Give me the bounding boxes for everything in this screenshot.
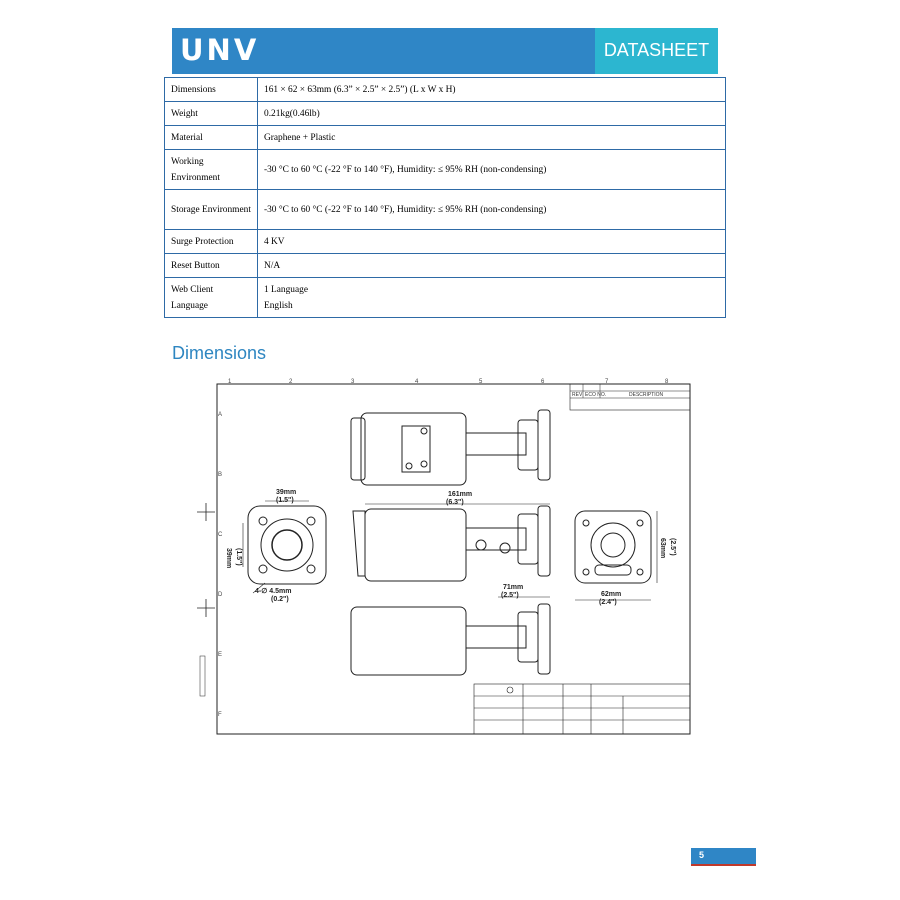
camera-bottom-view bbox=[350, 603, 551, 676]
spec-label: Web Client Language bbox=[164, 277, 258, 318]
ruler-label: E bbox=[218, 652, 222, 658]
drawing-frame bbox=[216, 383, 691, 735]
spec-table: Dimensions 161 × 62 × 63mm (6.3” × 2.5” … bbox=[164, 77, 726, 318]
camera-front-view bbox=[574, 510, 652, 584]
table-row: Web Client Language 1 Language English bbox=[164, 277, 726, 318]
spec-label: Storage Environment bbox=[164, 189, 258, 230]
dim-base-h-in: (1.5") bbox=[235, 548, 242, 566]
spec-value: 161 × 62 × 63mm (6.3” × 2.5” × 2.5”) (L … bbox=[257, 77, 726, 102]
ruler-label: A bbox=[218, 412, 222, 418]
ruler-label: 8 bbox=[665, 379, 669, 385]
table-row: Dimensions 161 × 62 × 63mm (6.3” × 2.5” … bbox=[164, 77, 726, 102]
dim-base-w-mm: 39mm bbox=[276, 489, 296, 496]
ruler-label: 4 bbox=[415, 379, 419, 385]
dim-hole-in: (0.2") bbox=[271, 596, 289, 603]
dim-base-w-in: (1.5") bbox=[276, 497, 294, 504]
ruler-label: B bbox=[218, 472, 222, 478]
ruler-label: 2 bbox=[289, 379, 293, 385]
table-row: Weight 0.21kg(0.46lb) bbox=[164, 101, 726, 126]
table-row: Surge Protection 4 KV bbox=[164, 229, 726, 254]
rev-header: DESCRIPTION bbox=[629, 392, 664, 398]
ruler-label: 5 bbox=[479, 379, 483, 385]
dim-front-h-in: (2.5") bbox=[669, 538, 676, 556]
camera-top-view bbox=[350, 409, 551, 486]
spec-label: Surge Protection bbox=[164, 229, 258, 254]
dim-bracket-mm: 71mm bbox=[503, 584, 523, 591]
spec-value: -30 °C to 60 °C (-22 °F to 140 °F), Humi… bbox=[257, 189, 726, 230]
ruler-label: 1 bbox=[228, 379, 232, 385]
ruler-label: F bbox=[218, 712, 222, 718]
spec-label: Reset Button bbox=[164, 253, 258, 278]
ruler-label: 3 bbox=[351, 379, 355, 385]
spec-value: Graphene + Plastic bbox=[257, 125, 726, 150]
spec-label: Dimensions bbox=[164, 77, 258, 102]
dim-front-w-in: (2.4") bbox=[599, 599, 617, 606]
title-block bbox=[473, 683, 691, 735]
ruler-label: D bbox=[218, 592, 223, 598]
table-row: Working Environment -30 °C to 60 °C (-22… bbox=[164, 149, 726, 190]
datasheet-badge: DATASHEET bbox=[595, 28, 718, 74]
header-bar: UNV DATASHEET bbox=[172, 28, 718, 74]
dim-front-w-mm: 62mm bbox=[601, 591, 621, 598]
table-row: Material Graphene + Plastic bbox=[164, 125, 726, 150]
spec-value: 4 KV bbox=[257, 229, 726, 254]
spec-value-line: 1 Language bbox=[264, 284, 308, 295]
spec-label: Weight bbox=[164, 101, 258, 126]
table-row: Reset Button N/A bbox=[164, 253, 726, 278]
dim-length-in: (6.3") bbox=[446, 499, 464, 506]
dim-bracket-in: (2.5") bbox=[501, 592, 519, 599]
camera-side-view bbox=[352, 505, 551, 582]
page-number: 5 bbox=[699, 850, 705, 860]
ruler-label: 7 bbox=[605, 379, 609, 385]
base-plate-view bbox=[247, 505, 327, 585]
rev-header: ECO NO. bbox=[585, 392, 606, 398]
dim-hole-mm: 4-∅ 4.5mm bbox=[255, 587, 291, 595]
table-row: Storage Environment -30 °C to 60 °C (-22… bbox=[164, 189, 726, 230]
spec-value: -30 °C to 60 °C (-22 °F to 140 °F), Humi… bbox=[257, 149, 726, 190]
rev-header: REV bbox=[572, 392, 583, 398]
spec-value: 0.21kg(0.46lb) bbox=[257, 101, 726, 126]
dim-front-h-mm: 63mm bbox=[659, 538, 666, 558]
datasheet-label: DATASHEET bbox=[603, 40, 710, 60]
spec-value-line: English bbox=[264, 300, 293, 311]
dimension-drawing: 1 2 3 4 5 6 7 8 A B C D E F REV ECO NO. … bbox=[197, 379, 691, 735]
dim-base-h-mm: 39mm bbox=[225, 548, 232, 568]
spec-label: Material bbox=[164, 125, 258, 150]
spec-value: N/A bbox=[257, 253, 726, 278]
spec-label: Working Environment bbox=[164, 149, 258, 190]
ruler-label: C bbox=[218, 532, 223, 538]
spec-value: 1 Language English bbox=[257, 277, 726, 318]
ruler-label: 6 bbox=[541, 379, 545, 385]
dimensions-heading: Dimensions bbox=[172, 343, 267, 363]
unv-logo: UNV bbox=[180, 33, 260, 67]
dim-length-mm: 161mm bbox=[448, 491, 472, 498]
page-number-tab: 5 bbox=[691, 848, 756, 866]
